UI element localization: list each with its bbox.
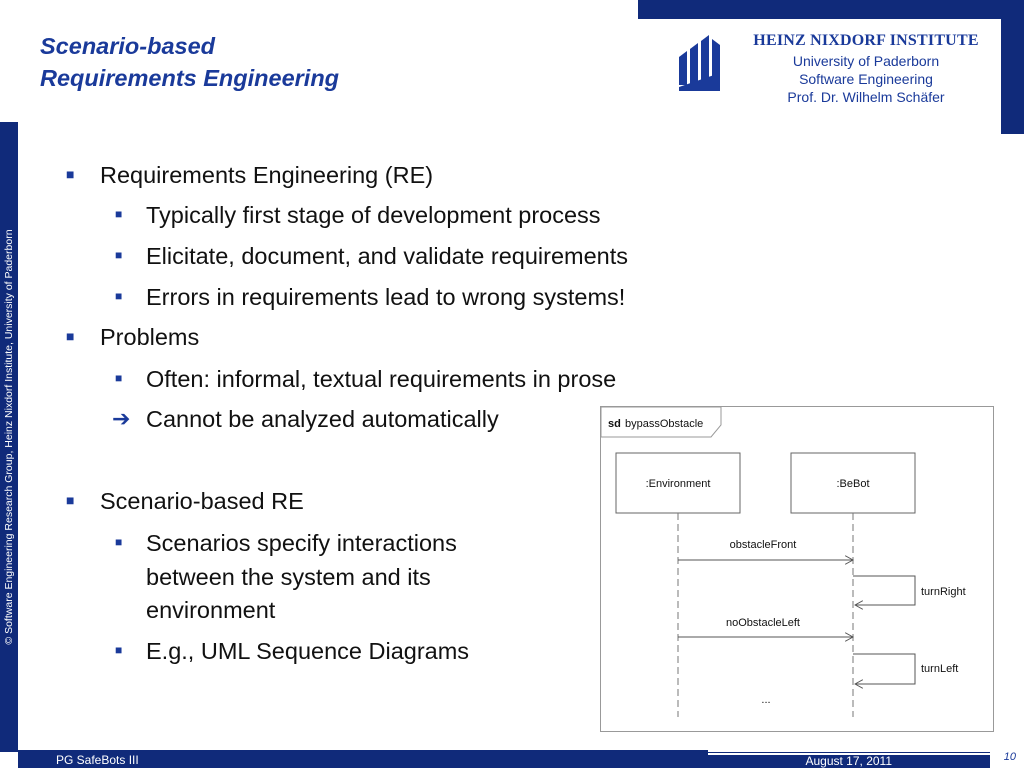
bullet-text: environment xyxy=(146,597,276,623)
square-bullet-icon: ■ xyxy=(115,371,123,385)
institute-professor: Prof. Dr. Wilhelm Schäfer xyxy=(787,89,945,105)
square-bullet-icon: ■ xyxy=(66,328,75,344)
footer-date: August 17, 2011 xyxy=(805,754,892,768)
message-label: turnRight xyxy=(921,586,966,598)
bullet-text: Cannot be analyzed automatically xyxy=(146,406,499,432)
institute-group: Software Engineering xyxy=(799,71,933,87)
sequence-diagram: sd bypassObstacle :Environment :BeBot ob… xyxy=(600,406,994,732)
lifeline-head-bebot xyxy=(790,452,916,514)
footer-date-bar: August 17, 2011 xyxy=(708,755,990,768)
lifeline-head-environment xyxy=(615,452,741,514)
copyright-text: © Software Engineering Research Group, H… xyxy=(3,229,15,645)
institute-block: HEINZ NIXDORF INSTITUTE University of Pa… xyxy=(736,30,996,106)
page-number: 10 xyxy=(1003,751,1016,763)
bullet-text: Elicitate, document, and validate requir… xyxy=(146,243,629,269)
left-side-bar xyxy=(0,122,18,752)
slide-title: Scenario-based Requirements Engineering xyxy=(40,30,339,94)
footer-rule xyxy=(708,752,990,753)
bullet-text: Problems xyxy=(100,324,200,350)
square-bullet-icon: ■ xyxy=(66,492,75,508)
footer-rule xyxy=(18,750,708,752)
institute-name: HEINZ NIXDORF INSTITUTE xyxy=(753,32,979,49)
message-label: noObstacleLeft xyxy=(726,617,800,629)
institute-university: University of Paderborn xyxy=(792,53,940,69)
square-bullet-icon: ■ xyxy=(115,248,123,262)
square-bullet-icon: ■ xyxy=(115,289,123,303)
bullet-text: Typically first stage of development pro… xyxy=(146,202,601,228)
message-label: obstacleFront xyxy=(730,539,797,551)
bullet-text: between the system and its xyxy=(146,564,431,590)
continuation-ellipsis: ... xyxy=(761,694,770,706)
lifeline-label-environment: :Environment xyxy=(646,478,711,490)
sequence-diagram-canvas: sd bypassObstacle :Environment :BeBot ob… xyxy=(600,406,966,717)
message-label: turnLeft xyxy=(921,663,958,675)
frame-name: bypassObstacle xyxy=(625,418,703,430)
bullet-text: Often: informal, textual requirements in… xyxy=(146,366,617,392)
top-decor-bar xyxy=(638,0,1024,19)
square-bullet-icon: ■ xyxy=(115,643,123,657)
title-line-1: Scenario-based xyxy=(40,33,216,59)
bullet-text: E.g., UML Sequence Diagrams xyxy=(146,638,470,664)
square-bullet-icon: ■ xyxy=(66,166,75,182)
bullet-text: Errors in requirements lead to wrong sys… xyxy=(146,284,626,310)
title-line-2: Requirements Engineering xyxy=(40,65,340,91)
footer-left-bar: PG SafeBots III xyxy=(18,752,708,768)
hni-logo-icon xyxy=(679,35,720,91)
self-message-arrow xyxy=(853,653,916,684)
frame-keyword: sd xyxy=(608,418,621,430)
frame-label-box xyxy=(600,406,722,438)
bullet-text: Scenarios specify interactions xyxy=(146,530,457,556)
lifeline-label-bebot: :BeBot xyxy=(836,478,869,490)
square-bullet-icon: ■ xyxy=(115,207,123,221)
right-decor-bar xyxy=(1001,0,1024,134)
square-bullet-icon: ■ xyxy=(115,535,123,549)
self-message-arrow xyxy=(853,575,916,605)
footer-project: PG SafeBots III xyxy=(56,753,139,767)
bullet-text: Requirements Engineering (RE) xyxy=(100,162,434,188)
bullet-text: Scenario-based RE xyxy=(100,488,304,514)
right-arrow-icon: ➔ xyxy=(112,406,131,431)
